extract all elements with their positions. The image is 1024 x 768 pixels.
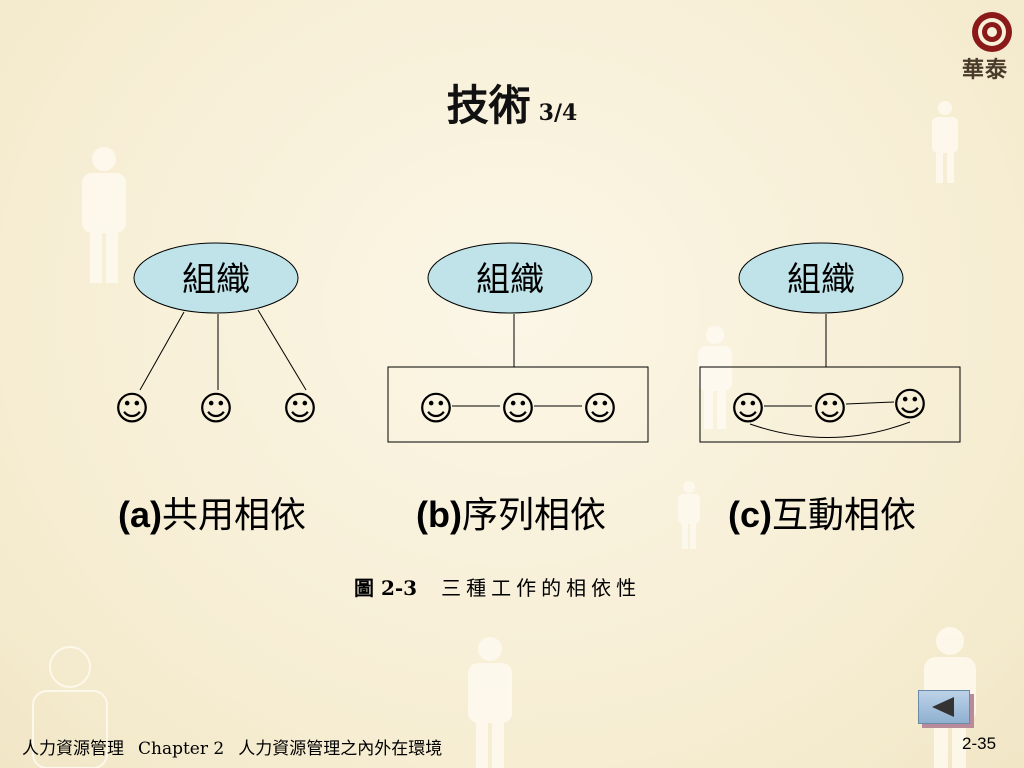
- slide-title: 技術 3/4: [0, 72, 1024, 133]
- organization-label-b: 組織: [476, 260, 544, 300]
- person-silhouette-icon: [82, 147, 126, 283]
- footer: 人力資源管理 Chapter 2 人力資源管理之內外在環境: [22, 734, 456, 759]
- smiley-icon: ☺: [114, 389, 149, 429]
- smiley-icon: ☺: [500, 389, 535, 429]
- footer-book: 人力資源管理: [22, 739, 124, 759]
- figure-caption: 圖 2-3 三種工作的相依性: [354, 572, 641, 601]
- smiley-icon: ☺: [282, 389, 317, 429]
- huatai-logo-icon: [972, 12, 1012, 52]
- footer-chapter: Chapter 2: [138, 739, 225, 759]
- left-triangle-icon: [932, 697, 954, 717]
- caption-a-text: 共用相依: [162, 494, 307, 535]
- organization-node-c: [738, 242, 904, 314]
- organization-label-c: 組織: [787, 260, 855, 300]
- diagram-c: 組織 ☺ ☺ ☺: [699, 242, 961, 443]
- caption-a: (a)共用相依: [118, 486, 306, 538]
- person-silhouette-icon: [932, 101, 958, 183]
- person-silhouette-icon: [678, 481, 700, 549]
- smiley-icon: ☺: [892, 385, 927, 425]
- diagram-a: 組織 ☺ ☺ ☺: [114, 242, 318, 429]
- caption-c: (c)互動相依: [728, 486, 916, 538]
- caption-c-letter: (c): [728, 494, 772, 535]
- organization-node-a: [133, 242, 299, 314]
- back-button[interactable]: [918, 690, 970, 724]
- smiley-icon: ☺: [730, 389, 765, 429]
- organization-node-b: [427, 242, 593, 314]
- smiley-icon: ☺: [418, 389, 453, 429]
- smiley-icon: ☺: [198, 389, 233, 429]
- diagram-b: 組織 ☺ ☺ ☺: [387, 242, 649, 443]
- footer-chapter-title: 人力資源管理之內外在環境: [238, 739, 443, 759]
- group-box-b: [387, 366, 649, 443]
- person-silhouette-icon: [468, 637, 512, 768]
- caption-c-text: 互動相依: [772, 494, 917, 535]
- figure-description: 三種工作的相依性: [441, 576, 642, 600]
- caption-a-letter: (a): [118, 494, 162, 535]
- person-silhouette-icon: [698, 326, 732, 429]
- organization-label-a: 組織: [182, 260, 250, 300]
- title-main: 技術: [446, 81, 531, 130]
- person-outline-icon: [32, 646, 108, 768]
- group-box-c: [699, 366, 961, 443]
- caption-b-text: 序列相依: [461, 494, 606, 535]
- caption-b: (b)序列相依: [416, 486, 606, 538]
- logo-text: 華泰: [962, 58, 1009, 83]
- page-number: 2-35: [962, 734, 997, 753]
- smiley-icon: ☺: [812, 389, 847, 429]
- figure-number: 圖 2-3: [354, 576, 418, 600]
- title-sub: 3/4: [538, 100, 578, 126]
- smiley-icon: ☺: [582, 389, 617, 429]
- caption-b-letter: (b): [416, 494, 462, 535]
